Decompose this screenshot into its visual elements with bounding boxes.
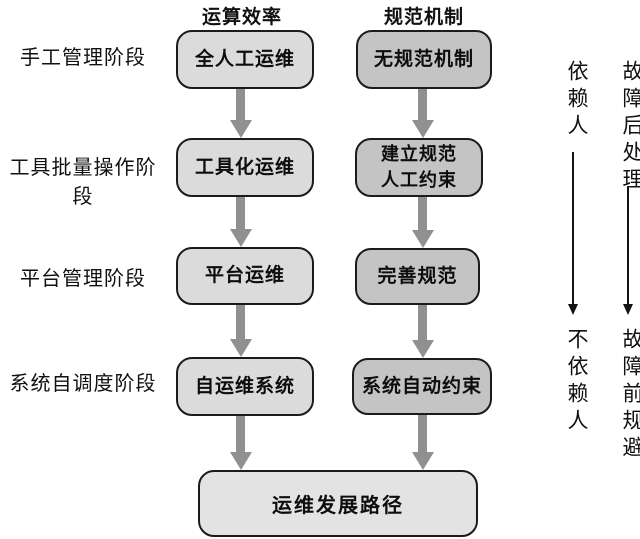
arrow-head-icon — [623, 304, 633, 315]
arrow-head-icon — [412, 452, 434, 470]
arrow-stem — [418, 305, 427, 342]
arrow-head-icon — [412, 340, 434, 358]
down-arrow-icon — [230, 416, 252, 470]
annotation-not-depend-on-people: 不依赖人 — [565, 328, 589, 436]
down-arrow-icon — [230, 197, 252, 247]
arrow-stem — [236, 416, 245, 454]
flow-box-full-manual-ops: 全人工运维 — [176, 30, 314, 89]
flow-box-self-ops-system: 自运维系统 — [176, 357, 314, 416]
arrow-stem — [418, 197, 427, 232]
arrow-head-icon — [412, 230, 434, 248]
flow-box-improve-spec: 完善规范 — [355, 248, 480, 305]
down-arrow-icon — [412, 89, 434, 138]
stage-label-system-self-scheduling: 系统自调度阶段 — [9, 371, 157, 395]
arrow-stem — [418, 89, 427, 122]
arrow-head-icon — [230, 229, 252, 247]
flow-box-tool-based-ops: 工具化运维 — [176, 138, 314, 197]
arrow-stem — [236, 197, 245, 231]
arrow-head-icon — [412, 120, 434, 138]
arrow-stem — [418, 415, 427, 454]
result-box-ops-development-path: 运维发展路径 — [198, 470, 478, 537]
flow-box-establish-spec-manual-constraint: 建立规范 人工约束 — [355, 138, 483, 197]
stage-label-platform-management: 平台管理阶段 — [20, 266, 146, 290]
stage-label-tool-batch-operation: 工具批量操作阶段 — [9, 155, 157, 208]
arrow-head-icon — [568, 304, 578, 315]
down-arrow-icon — [412, 305, 434, 358]
column-header-computing-efficiency: 运算效率 — [201, 6, 282, 28]
arrow-stem — [236, 89, 245, 122]
down-arrow-icon — [412, 415, 434, 470]
flow-box-no-spec-mechanism: 无规范机制 — [356, 30, 492, 89]
down-arrow-icon — [230, 89, 252, 138]
arrow-head-icon — [230, 339, 252, 357]
annotation-pre-fault-avoidance: 故障前规避 — [620, 328, 640, 463]
annotation-depends-on-people: 依赖人 — [565, 60, 589, 141]
thin-down-arrow-icon — [568, 152, 578, 315]
annotation-post-fault-handling: 故障后处理 — [620, 60, 640, 195]
flow-box-system-auto-constraint: 系统自动约束 — [352, 358, 492, 415]
column-header-spec-mechanism: 规范机制 — [383, 6, 464, 28]
down-arrow-icon — [230, 305, 252, 357]
down-arrow-icon — [412, 197, 434, 248]
arrow-stem — [236, 305, 245, 341]
arrow-stem — [572, 152, 574, 305]
arrow-head-icon — [230, 120, 252, 138]
arrow-head-icon — [230, 452, 252, 470]
thin-down-arrow-icon — [623, 186, 633, 315]
stage-label-manual-management: 手工管理阶段 — [20, 45, 146, 69]
flow-box-platform-ops: 平台运维 — [176, 247, 314, 305]
arrow-stem — [627, 186, 629, 305]
